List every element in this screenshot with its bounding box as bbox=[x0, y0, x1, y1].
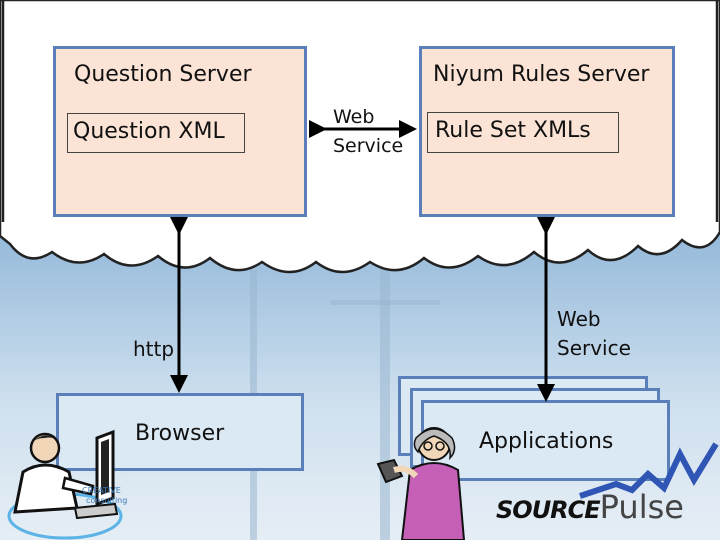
browser-box: Browser bbox=[56, 393, 304, 471]
consulting-logo-part1: CREATIVE bbox=[82, 486, 121, 495]
rules-server-title: Niyum Rules Server bbox=[433, 62, 650, 87]
question-xml-label: Question XML bbox=[73, 119, 225, 144]
rule-set-xmls-label: Rule Set XMLs bbox=[435, 118, 591, 143]
http-label: http bbox=[133, 337, 175, 361]
apps-link-label: Web Service bbox=[557, 305, 631, 363]
sourcepulse-logo: SOURCEPulse bbox=[496, 488, 684, 528]
man-at-computer-clipart bbox=[7, 429, 123, 540]
browser-label: Browser bbox=[135, 421, 225, 446]
consulting-logo-part2: consulting bbox=[86, 496, 128, 505]
applications-box: Applications bbox=[421, 400, 670, 481]
pulse-wave-icon bbox=[579, 442, 719, 499]
consulting-logo-text: CREATIVE consulting bbox=[82, 486, 127, 506]
apps-link-line2: Service bbox=[557, 336, 631, 360]
question-server-title: Question Server bbox=[74, 62, 252, 87]
question-xml-box: Question XML bbox=[67, 113, 245, 153]
servers-link-label: Web Service bbox=[333, 103, 403, 161]
servers-link-line2: Service bbox=[333, 135, 404, 157]
background-crossbar bbox=[330, 300, 440, 305]
background-utility-pole bbox=[380, 250, 390, 540]
servers-link-line1: Web bbox=[333, 106, 375, 128]
sourcepulse-logo-part1: SOURCE bbox=[496, 496, 601, 524]
sourcepulse-logo-part2: Pulse bbox=[599, 488, 684, 526]
woman-with-phone-clipart bbox=[376, 427, 466, 540]
rule-set-xmls-box: Rule Set XMLs bbox=[427, 112, 619, 153]
applications-label: Applications bbox=[479, 429, 614, 454]
apps-link-line1: Web bbox=[557, 307, 601, 331]
